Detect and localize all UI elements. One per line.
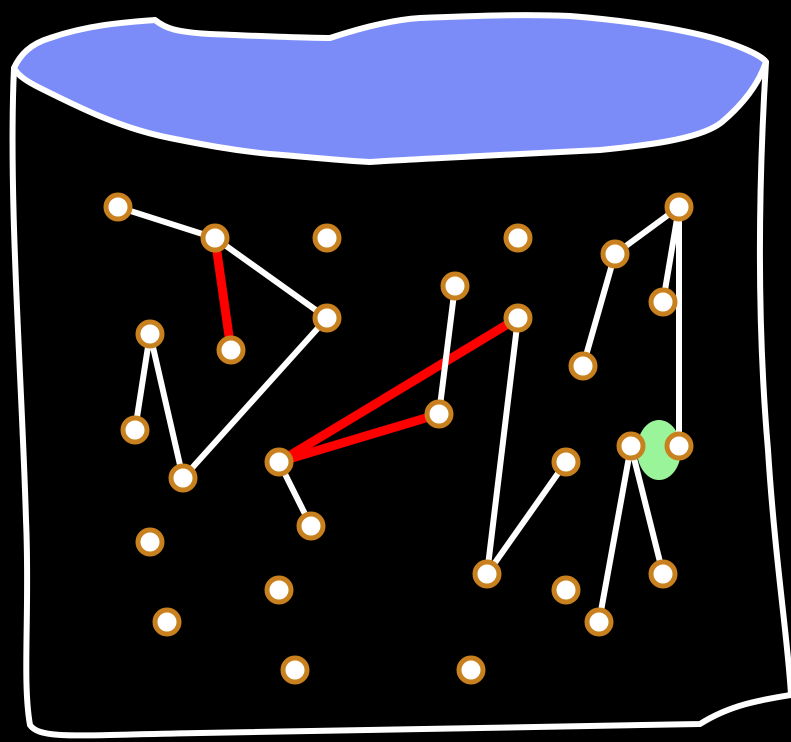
- node-n27: [138, 530, 162, 554]
- node-n7: [315, 306, 339, 330]
- node-n21: [667, 434, 691, 458]
- node-n20: [651, 562, 675, 586]
- node-n9: [219, 338, 243, 362]
- node-n4: [506, 226, 530, 250]
- node-n8: [138, 322, 162, 346]
- node-n17: [427, 402, 451, 426]
- node-n12: [651, 290, 675, 314]
- node-n31: [459, 658, 483, 682]
- node-n29: [155, 610, 179, 634]
- node-n15: [171, 466, 195, 490]
- node-n30: [283, 658, 307, 682]
- node-n14: [123, 418, 147, 442]
- node-n18: [554, 450, 578, 474]
- node-n16: [267, 450, 291, 474]
- node-n2: [203, 226, 227, 250]
- node-n23: [299, 514, 323, 538]
- node-n3: [315, 226, 339, 250]
- node-n1: [106, 195, 130, 219]
- node-n28: [267, 578, 291, 602]
- node-n24: [475, 562, 499, 586]
- node-n13: [443, 274, 467, 298]
- node-n26: [587, 610, 611, 634]
- node-n25: [554, 578, 578, 602]
- node-n19: [619, 434, 643, 458]
- node-n11: [603, 242, 627, 266]
- node-n5: [667, 195, 691, 219]
- node-n22: [571, 354, 595, 378]
- node-n10: [506, 306, 530, 330]
